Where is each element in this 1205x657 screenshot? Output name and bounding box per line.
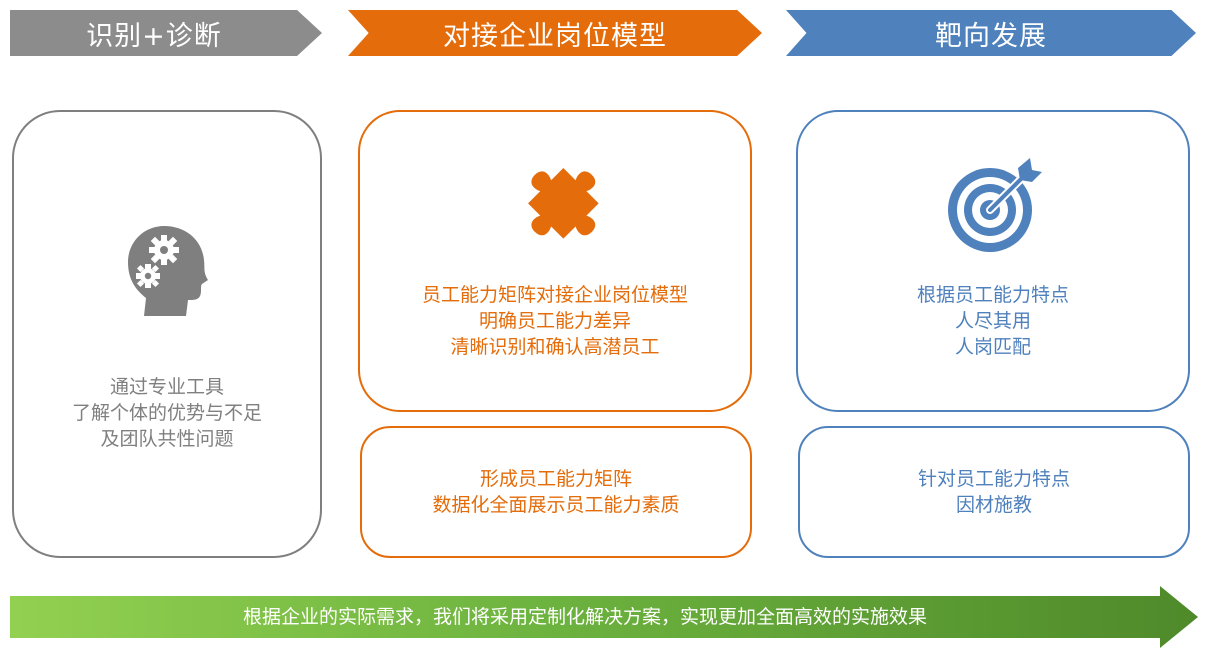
card-model-bottom-line-1: 形成员工能力矩阵 xyxy=(479,468,632,490)
card-target-top-text: 根据员工能力特点 人尽其用 人岗匹配 xyxy=(798,282,1188,360)
card-diagnose-line-3: 及团队共性问题 xyxy=(100,428,234,450)
stage-title-model: 对接企业岗位模型 xyxy=(443,20,667,52)
card-model-top: 员工能力矩阵对接企业岗位模型 明确员工能力差异 清晰识别和确认高潜员工 xyxy=(358,110,752,412)
stage-title-diagnose: 识别+诊断 xyxy=(86,20,222,52)
target-arrow-icon xyxy=(948,158,1042,252)
summary-text: 根据企业的实际需求，我们将采用定制化解决方案，实现更加全面高效的实施效果 xyxy=(242,606,927,628)
card-model-bottom: 形成员工能力矩阵 数据化全面展示员工能力素质 xyxy=(360,426,752,558)
card-target-bottom-line-1: 针对员工能力特点 xyxy=(917,468,1070,490)
card-model-bottom-text: 形成员工能力矩阵 数据化全面展示员工能力素质 xyxy=(362,466,750,518)
card-target-bottom-text: 针对员工能力特点 因材施教 xyxy=(800,466,1188,518)
stage-chevron-target: 靶向发展 xyxy=(786,10,1196,56)
card-model-top-line-2: 明确员工能力差异 xyxy=(478,310,631,332)
puzzle-piece-icon xyxy=(528,168,599,239)
card-diagnose: 通过专业工具 了解个体的优势与不足 及团队共性问题 xyxy=(12,110,322,558)
card-diagnose-line-2: 了解个体的优势与不足 xyxy=(71,402,262,424)
card-target-bottom-line-2: 因材施教 xyxy=(955,494,1032,516)
card-diagnose-text: 通过专业工具 了解个体的优势与不足 及团队共性问题 xyxy=(14,374,320,452)
head-gears-icon xyxy=(128,226,208,316)
card-target-top-line-1: 根据员工能力特点 xyxy=(916,284,1069,306)
card-model-top-line-1: 员工能力矩阵对接企业岗位模型 xyxy=(421,284,688,306)
card-diagnose-line-1: 通过专业工具 xyxy=(109,376,224,398)
card-target-bottom: 针对员工能力特点 因材施教 xyxy=(798,426,1190,558)
card-model-bottom-line-2: 数据化全面展示员工能力素质 xyxy=(432,494,680,516)
stage-chevron-diagnose: 识别+诊断 xyxy=(10,10,322,56)
stage-chevron-model: 对接企业岗位模型 xyxy=(348,10,762,56)
card-target-top-line-3: 人岗匹配 xyxy=(954,336,1031,358)
card-target-top: 根据员工能力特点 人尽其用 人岗匹配 xyxy=(796,110,1190,412)
stage-title-target: 靶向发展 xyxy=(935,20,1047,52)
card-target-top-line-2: 人尽其用 xyxy=(954,310,1031,332)
summary-arrow xyxy=(10,586,1198,648)
card-model-top-line-3: 清晰识别和确认高潜员工 xyxy=(450,336,660,358)
card-model-top-text: 员工能力矩阵对接企业岗位模型 明确员工能力差异 清晰识别和确认高潜员工 xyxy=(360,282,750,360)
